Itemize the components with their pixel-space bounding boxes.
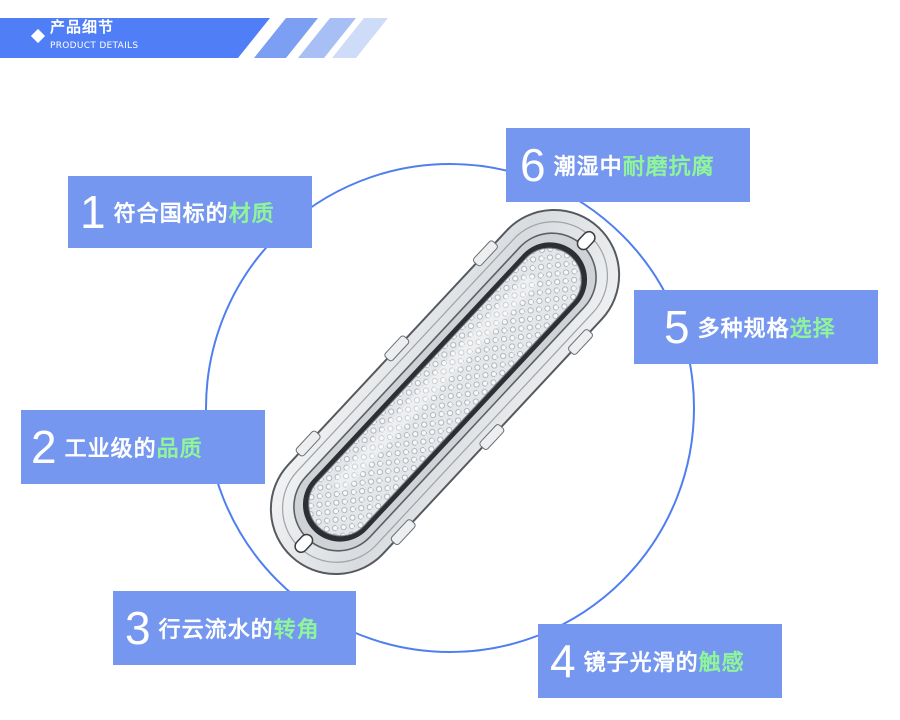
feature-number: 3 [125,602,151,654]
feature-highlight: 品质 [156,437,203,462]
feature-text: 符合国标的材质 [113,202,275,227]
feature-text: 潮湿中耐磨抗腐 [553,155,715,180]
feature-highlight: 转角 [273,618,320,643]
feature-text: 行云流水的转角 [158,618,320,643]
banner-shape [0,18,388,58]
feature-number: 4 [550,635,576,687]
feature-label-5: 5 多种规格选择 [634,290,878,364]
feature-label-6: 6 潮湿中耐磨抗腐 [506,128,750,202]
decorative-circle [205,163,695,653]
feature-number: 5 [664,301,690,353]
section-subtitle: PRODUCT DETAILS [50,41,139,51]
feature-highlight: 选择 [789,317,836,342]
feature-number: 6 [520,139,546,191]
section-title: 产品细节 [50,18,115,36]
feature-text: 多种规格选择 [697,317,836,342]
feature-label-2: 2 工业级的品质 [21,410,265,484]
feature-text: 工业级的品质 [64,437,203,462]
header-banner: 产品细节 PRODUCT DETAILS [0,0,900,60]
feature-number: 1 [80,186,106,238]
feature-number: 2 [31,421,57,473]
feature-highlight: 耐磨抗腐 [622,155,715,180]
feature-label-1: 1 符合国标的材质 [68,176,312,248]
feature-highlight: 材质 [228,202,275,227]
feature-label-3: 3 行云流水的转角 [113,591,356,665]
feature-label-4: 4 镜子光滑的触感 [538,624,782,698]
feature-text: 镜子光滑的触感 [583,651,745,676]
feature-highlight: 触感 [698,651,745,676]
